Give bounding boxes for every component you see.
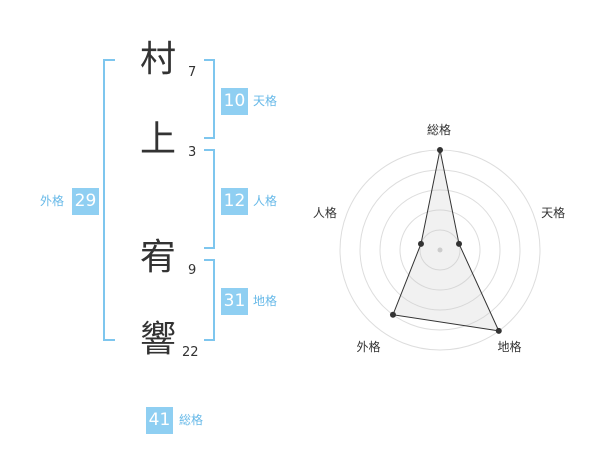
tenkaku-label: 天格	[253, 94, 278, 108]
radar-point	[456, 240, 463, 247]
name-char-1: 村	[140, 39, 177, 80]
name-char-4: 響	[140, 319, 177, 360]
name-char-2: 上	[140, 119, 177, 160]
radar-ring	[359, 169, 521, 331]
radar-axis-label: 地格	[497, 340, 522, 355]
stroke-count-3: 9	[188, 263, 197, 278]
chikaku-badge: 31	[221, 288, 248, 315]
tenkaku-bracket	[204, 59, 215, 139]
radar-point	[437, 147, 443, 153]
radar-ring	[419, 229, 461, 271]
radar-center	[437, 247, 443, 253]
radar-axis-label: 人格	[312, 205, 337, 220]
radar-ring	[379, 189, 501, 311]
radar-axis-label: 総格	[427, 123, 452, 137]
radar-point	[389, 311, 396, 318]
chikaku-label: 地格	[253, 294, 278, 308]
radar-point	[417, 240, 424, 247]
jinkaku-label: 人格	[253, 194, 278, 208]
jinkaku-bracket	[204, 149, 215, 249]
stroke-count-2: 3	[188, 145, 197, 160]
radar-area	[392, 149, 500, 332]
chikaku-bracket	[204, 259, 215, 341]
radar-axis-label: 外格	[356, 340, 381, 355]
jinkaku-badge: 12	[221, 188, 248, 215]
radar-point	[495, 327, 502, 334]
soukaku-badge: 41	[146, 407, 173, 434]
stroke-count-1: 7	[188, 65, 197, 80]
outer-bracket	[103, 59, 115, 341]
tenkaku-badge: 10	[221, 88, 248, 115]
radar-ring	[399, 209, 481, 291]
gaikaku-label: 外格	[40, 194, 65, 208]
stroke-count-4: 22	[182, 345, 199, 360]
radar-axis-label: 天格	[541, 205, 566, 220]
soukaku-label: 総格	[179, 413, 204, 427]
gaikaku-badge: 29	[72, 188, 99, 215]
name-char-3: 宥	[140, 237, 177, 278]
